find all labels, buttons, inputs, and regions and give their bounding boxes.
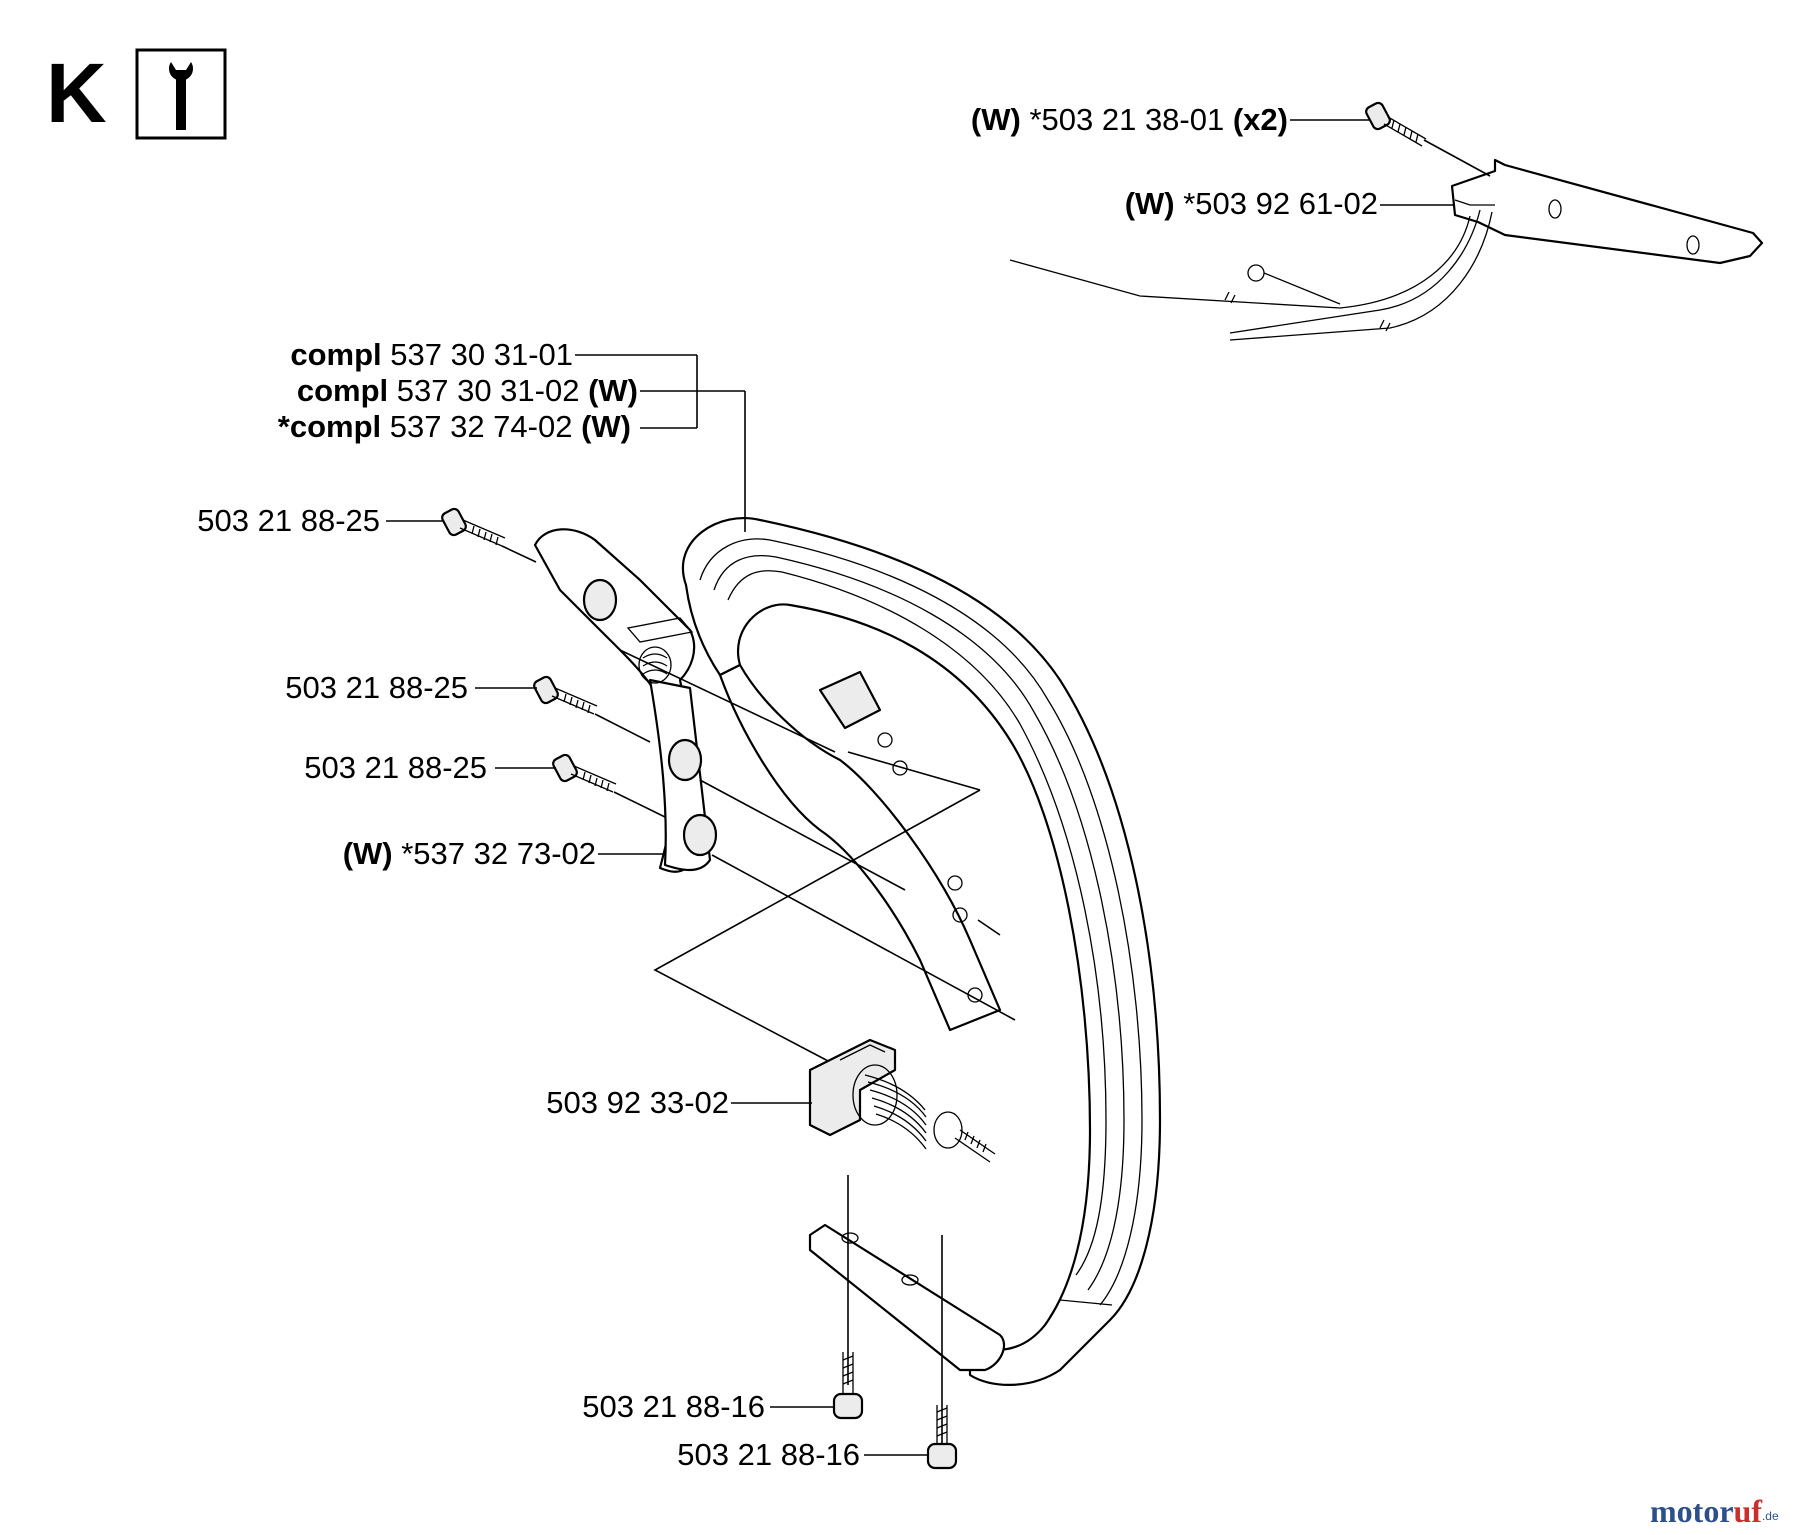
front-handle xyxy=(681,517,1162,1386)
label-screw-c: 503 21 88-25 xyxy=(304,750,487,785)
svg-text:compl 537 30 31-02: compl 537 30 31-02 (W) xyxy=(297,373,638,408)
svg-text:(W) *503 92 61-02: (W) *503 92 61-02 xyxy=(1125,186,1378,221)
section-letter: K xyxy=(46,46,107,140)
svg-text:(W) *537 32 73-02: (W) *537 32 73-02 xyxy=(343,836,596,871)
screw-left-1-icon xyxy=(441,507,506,547)
label-screw-e: 503 21 88-16 xyxy=(677,1437,860,1472)
screw-left-2-icon xyxy=(533,675,598,715)
label-screw-top: (W) *503 21 38-01 (x2) xyxy=(971,102,1288,137)
label-wire-bracket: (W) *503 92 61-02 xyxy=(1125,186,1378,221)
handle-plate xyxy=(533,528,718,873)
label-screw-a: 503 21 88-25 xyxy=(197,503,380,538)
screw-bottom-2-icon xyxy=(864,1405,958,1470)
label-screw-d: 503 21 88-16 xyxy=(582,1389,765,1424)
screw-left-3-icon xyxy=(552,753,617,793)
leader-lines xyxy=(386,119,1454,1104)
label-compl-02: compl 537 30 31-02 (W) xyxy=(297,373,638,408)
svg-text:(W) *503 21 38-01: (W) *503 21 38-01 (x2) xyxy=(971,102,1288,137)
assembly-guides xyxy=(501,545,1016,1455)
watermark-logo: motoruf.de xyxy=(1650,1493,1779,1529)
svg-text:*compl 537 32 74-02: *compl 537 32 74-02 (W) xyxy=(278,409,631,444)
spring-assembly-icon xyxy=(808,1038,996,1163)
svg-text:compl 537 30 31-01: compl 537 30 31-01 xyxy=(290,337,573,372)
label-screw-b: 503 21 88-25 xyxy=(285,670,468,705)
label-spring: 503 92 33-02 xyxy=(546,1085,729,1120)
label-compl-01: compl 537 30 31-01 xyxy=(290,337,573,372)
screw-bottom-1-icon xyxy=(770,1352,864,1420)
label-plate: (W) *537 32 73-02 xyxy=(343,836,596,871)
wire-bracket xyxy=(1009,158,1764,341)
label-compl-74: *compl 537 32 74-02 (W) xyxy=(278,409,631,444)
screw-top-icon xyxy=(1365,101,1491,177)
svg-text:motoruf.de: motoruf.de xyxy=(1650,1493,1779,1529)
wrench-info-icon xyxy=(135,48,227,140)
